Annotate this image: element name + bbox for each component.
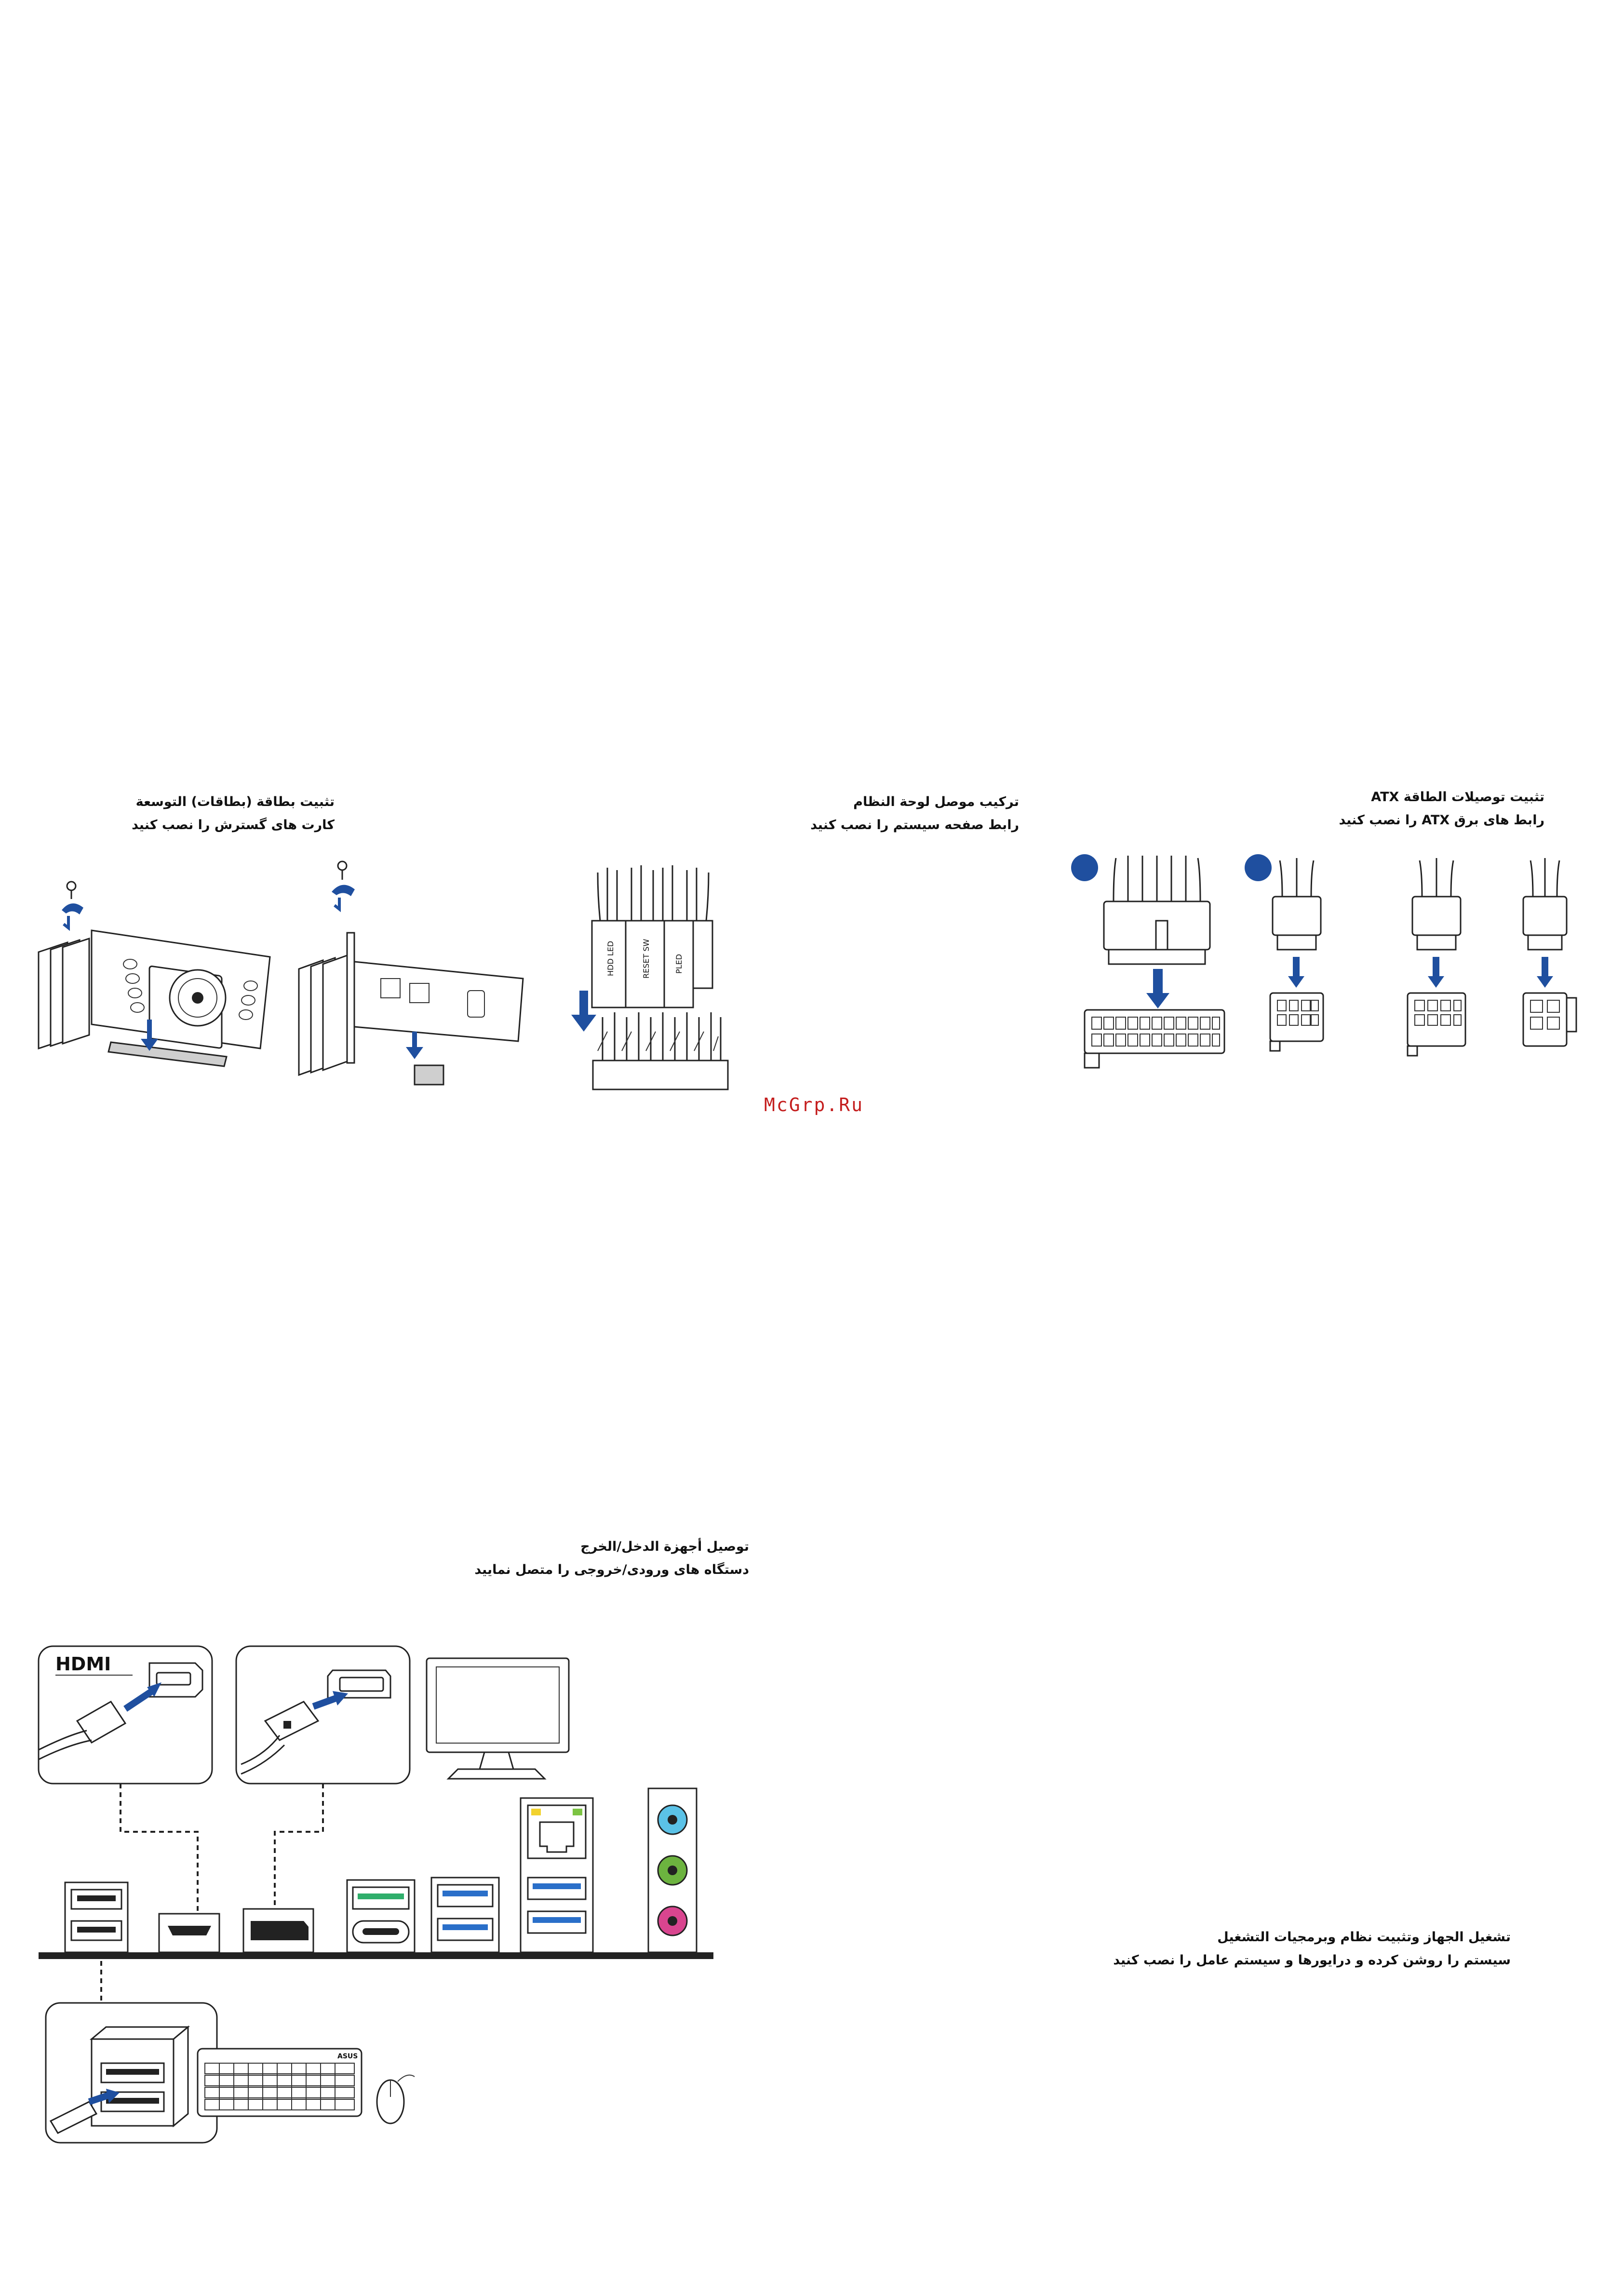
pin-label-hdd-led: HDD LED — [606, 941, 615, 976]
pin-label-pled: PLED — [674, 954, 684, 974]
atx-title: تثبيت توصيلات الطاقة ATX — [1371, 790, 1544, 805]
front-panel-caption: تركيب موصل لوحة النظام رابط صفحه سیستم ر… — [810, 791, 1019, 837]
expansion-card-illustration — [38, 860, 524, 1086]
power-on-caption: تشغيل الجهاز وتثبيت نظام وبرمجيات التشغي… — [1113, 1926, 1511, 1972]
expansion-subtitle: کارت های گسترش را نصب کنید — [132, 818, 335, 832]
screw-icon — [337, 860, 348, 880]
front-panel-subtitle: رابط صفحه سیستم را نصب کنید — [810, 818, 1019, 832]
watermark: McGrp.Ru — [764, 1094, 864, 1115]
step-marker-b — [1245, 854, 1272, 881]
push-arrow-icon — [571, 991, 596, 1032]
pin-label-reset-sw: RESET SW — [642, 939, 651, 979]
front-panel-title: تركيب موصل لوحة النظام — [853, 794, 1019, 809]
expansion-title: تثبيت بطاقة (بطاقات) التوسعة — [135, 794, 335, 809]
keyboard-logo: ASUS — [337, 2053, 358, 2060]
io-devices-illustration: HDMI — [38, 1645, 713, 2144]
io-subtitle: دستگاه های ورودی/خروجی را متصل نمایید — [474, 1562, 749, 1577]
atx-power-illustration — [1071, 854, 1577, 1069]
monitor-icon — [426, 1657, 570, 1780]
screw-icon — [66, 881, 77, 899]
io-title: توصيل أجهزة الدخل/الخرج — [580, 1539, 749, 1554]
hdmi-logo: HDMI — [55, 1653, 111, 1675]
io-caption: توصيل أجهزة الدخل/الخرج دستگاه های ورودی… — [474, 1535, 749, 1582]
power-on-subtitle: سیستم را روشن کرده و درایورها و سیستم عا… — [1113, 1953, 1511, 1968]
rotate-arrow-icon — [332, 885, 355, 896]
keyboard-icon: ASUS — [197, 2048, 362, 2117]
front-panel-illustration: HDD LED RESET SW PLED — [571, 865, 729, 1090]
usb-drive-icon — [49, 2089, 120, 2134]
power-on-title: تشغيل الجهاز وتثبيت نظام وبرمجيات التشغي… — [1217, 1930, 1511, 1945]
mouse-icon — [376, 2074, 415, 2124]
atx-subtitle: رابط های برق ATX را نصب کنید — [1339, 813, 1544, 828]
rotate-arrow-icon — [62, 903, 83, 914]
expansion-caption: تثبيت بطاقة (بطاقات) التوسعة کارت های گس… — [132, 791, 335, 837]
atx-caption: تثبيت توصيلات الطاقة ATX رابط های برق AT… — [1339, 786, 1544, 832]
step-marker-a — [1071, 854, 1098, 881]
